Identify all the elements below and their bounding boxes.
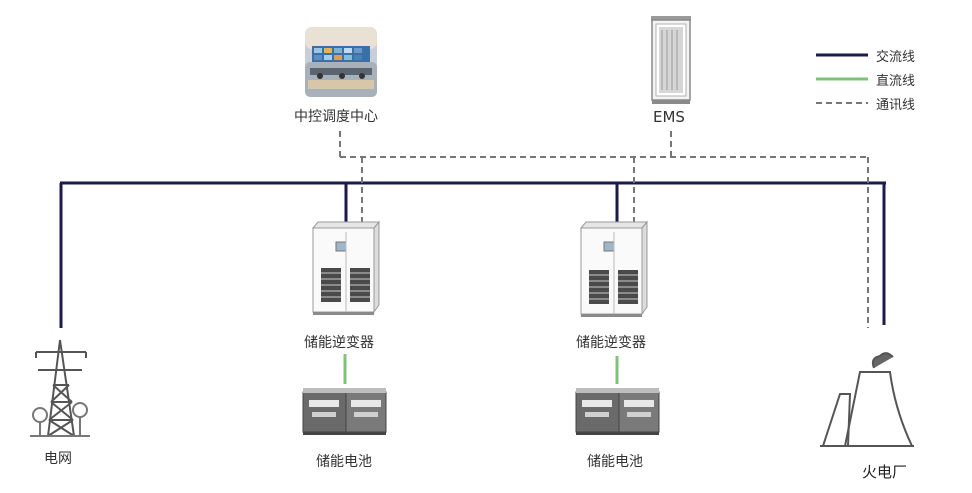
control-room-photo-icon — [305, 27, 377, 97]
legend — [816, 53, 868, 104]
ac-lines — [59, 181, 886, 328]
legend-ac-label: 交流线 — [876, 50, 916, 65]
legend-comm-label: 通讯线 — [876, 98, 916, 113]
inverter-cabinet-icon — [311, 220, 381, 315]
legend-dc-label: 直流线 — [876, 74, 916, 89]
comm-lines — [339, 131, 869, 328]
control-center-label: 中控调度中心 — [294, 109, 378, 125]
inverter-2-label: 储能逆变器 — [576, 335, 646, 351]
power-plant-label: 火电厂 — [862, 463, 908, 481]
battery-1-label: 储能电池 — [316, 454, 372, 470]
server-cabinet-icon — [651, 16, 691, 104]
grid-label: 电网 — [44, 451, 72, 467]
transmission-tower-icon — [30, 339, 90, 437]
factory-chimney-icon — [820, 352, 914, 447]
inverter-1-label: 储能逆变器 — [304, 335, 374, 351]
battery-pack-icon — [302, 388, 387, 435]
dc-lines — [343, 354, 619, 384]
ems-label: EMS — [653, 108, 685, 126]
inverter-cabinet-icon — [579, 220, 649, 317]
battery-2-label: 储能电池 — [587, 454, 643, 470]
battery-pack-icon — [575, 388, 660, 435]
